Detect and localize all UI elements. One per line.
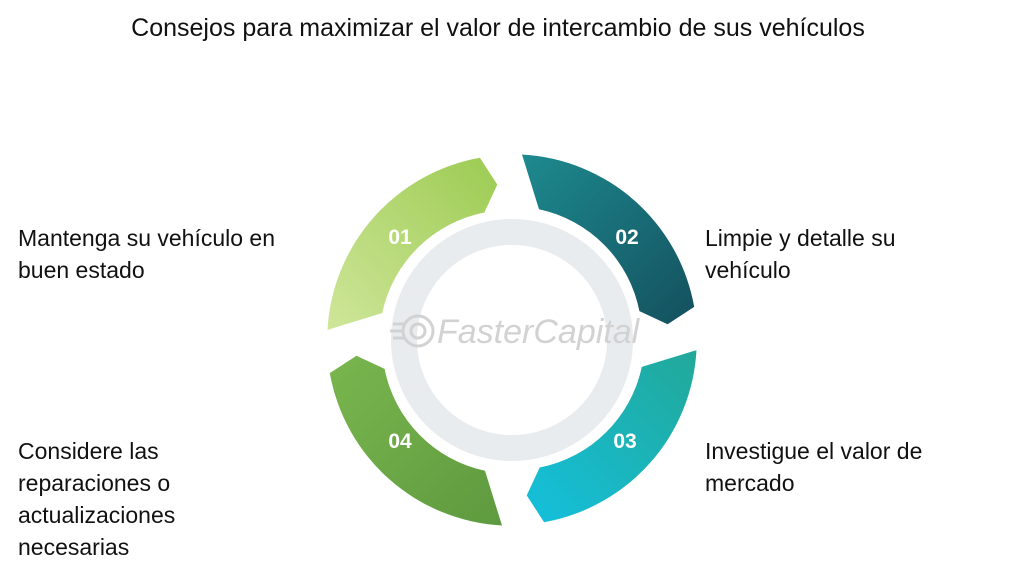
arrow-segment-01 bbox=[327, 157, 498, 330]
watermark-text: FasterCapital bbox=[437, 313, 641, 351]
inner-ring bbox=[391, 219, 633, 461]
step-01-label: Mantenga su vehículo en buen estado bbox=[18, 225, 276, 283]
step-02-number: 02 bbox=[615, 226, 638, 249]
arrow-segment-04 bbox=[329, 355, 502, 526]
step-04-label: Considere las reparaciones o actualizaci… bbox=[18, 438, 176, 560]
ring-center bbox=[417, 245, 607, 435]
diagram-title: Consejos para maximizar el valor de inte… bbox=[131, 14, 865, 42]
step-02-label: Limpie y detalle su vehículo bbox=[705, 225, 896, 283]
step-03-number: 03 bbox=[613, 430, 636, 453]
step-03-label: Investigue el valor de mercado bbox=[705, 438, 923, 496]
arrow-segment-03 bbox=[526, 350, 697, 523]
arrow-segment-02 bbox=[522, 154, 695, 325]
gear-icon bbox=[390, 314, 435, 348]
watermark: FasterCapital bbox=[390, 313, 641, 351]
step-01-number: 01 bbox=[388, 226, 412, 249]
step-04-number: 04 bbox=[388, 430, 412, 453]
